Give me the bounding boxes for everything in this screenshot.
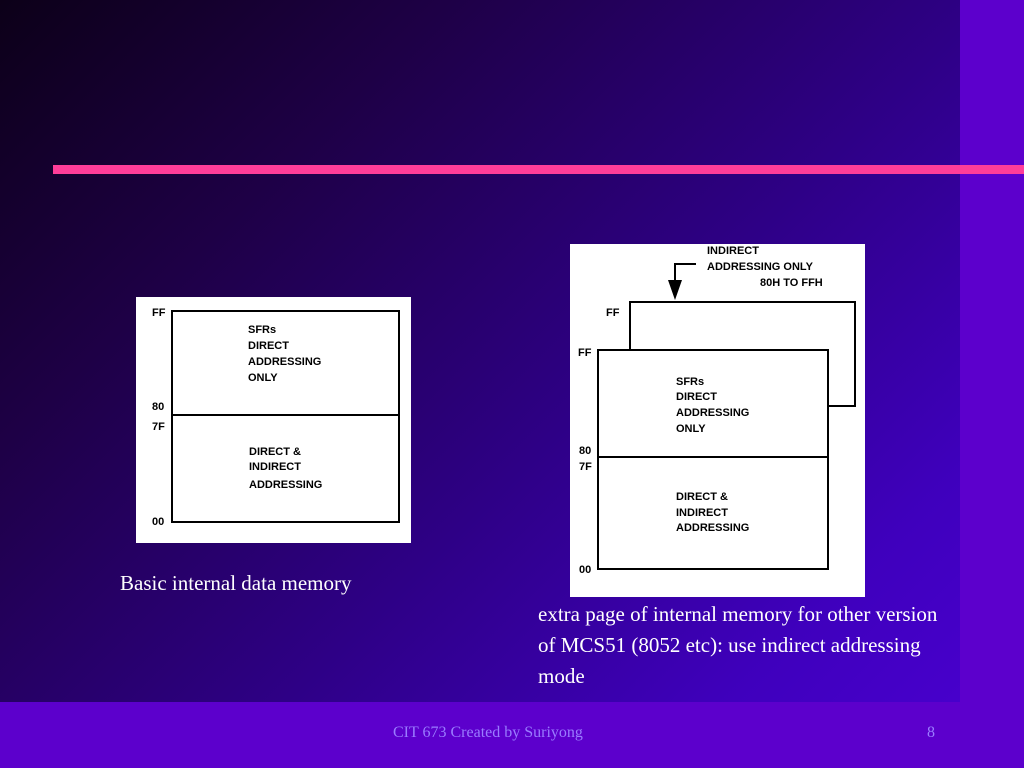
extended-memory-caption: extra page of internal memory for other … (538, 602, 938, 688)
address-80-label: 80 (152, 401, 164, 413)
slide-page-number: 8 (927, 724, 935, 741)
upper-region-line-1: SFRs (676, 376, 704, 388)
lower-region-line-1: DIRECT & (249, 446, 301, 458)
lower-region-line-2: INDIRECT (676, 507, 728, 519)
address-80-label: 80 (579, 445, 591, 457)
address-ff-label: FF (578, 347, 592, 359)
indirect-note-line-3: 80H TO FFH (760, 277, 823, 289)
address-7f-label: 7F (579, 461, 592, 473)
back-address-ff-label: FF (606, 307, 620, 319)
address-00-label: 00 (579, 564, 591, 576)
upper-region-line-2: DIRECT (676, 391, 717, 403)
title-divider-line (53, 165, 1024, 174)
lower-region-line-3: ADDRESSING (249, 479, 322, 491)
footer-band (0, 702, 1024, 768)
extended-memory-diagram: INDIRECT ADDRESSING ONLY 80H TO FFH FF F… (570, 244, 865, 597)
address-7f-label: 7F (152, 421, 165, 433)
right-sidebar-band (960, 0, 1024, 768)
basic-memory-svg: FF 80 7F 00 SFRs DIRECT ADDRESSING ONLY … (152, 307, 400, 528)
upper-region-line-3: ADDRESSING (248, 356, 321, 368)
basic-memory-diagram: FF 80 7F 00 SFRs DIRECT ADDRESSING ONLY … (136, 297, 411, 543)
indirect-page-outline (629, 301, 856, 407)
footer-credit: CIT 673 Created by Suriyong (393, 724, 583, 741)
indirect-note-line-2: ADDRESSING ONLY (707, 261, 814, 273)
upper-region-line-2: DIRECT (248, 340, 289, 352)
basic-memory-caption: Basic internal data memory (120, 571, 352, 595)
lower-region-line-2: INDIRECT (249, 461, 301, 473)
address-ff-label: FF (152, 307, 166, 319)
upper-region-line-3: ADDRESSING (676, 407, 749, 419)
front-memory-block (597, 349, 829, 570)
indirect-arrow-icon (668, 280, 682, 300)
memory-block-outline (171, 310, 400, 523)
lower-region-line-3: ADDRESSING (676, 522, 749, 534)
indirect-note-line-1: INDIRECT (707, 245, 759, 257)
extended-memory-svg: INDIRECT ADDRESSING ONLY 80H TO FFH FF F… (578, 245, 856, 576)
upper-region-line-4: ONLY (248, 372, 278, 384)
lower-region-line-1: DIRECT & (676, 491, 728, 503)
address-00-label: 00 (152, 516, 164, 528)
upper-region-line-4: ONLY (676, 423, 706, 435)
upper-region-line-1: SFRs (248, 324, 276, 336)
